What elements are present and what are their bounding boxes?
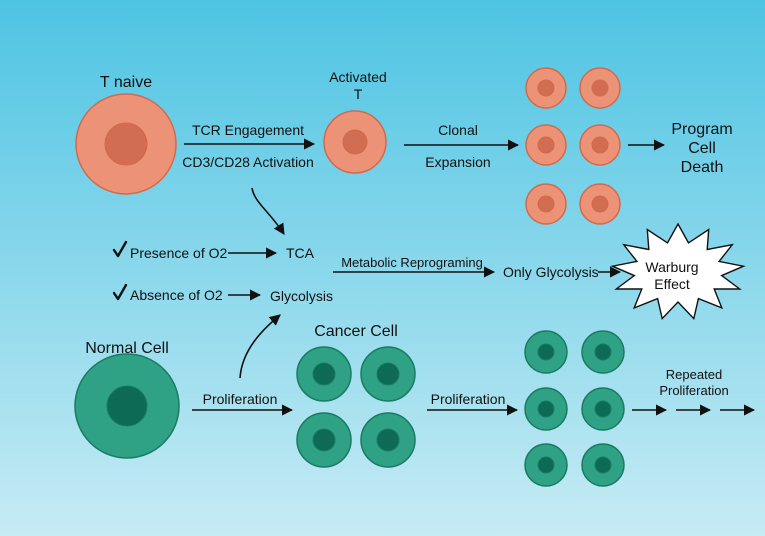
clonal-label: Clonal (438, 122, 478, 138)
program-cell-death-label: Program Cell Death (671, 121, 733, 176)
t-naive-cell (75, 93, 177, 195)
cancer-cell-label: Cancer Cell (314, 323, 398, 340)
expanded-t-cells (525, 67, 621, 225)
t-naive-label: T naive (99, 74, 153, 91)
cancer-cell (524, 387, 568, 431)
proliferation-label-2: Proliferation (430, 391, 506, 407)
cancer-cells (296, 346, 416, 468)
proliferation-label-1: Proliferation (202, 391, 278, 407)
cancer-cell (581, 330, 625, 374)
cancer-cell (296, 412, 352, 468)
repeated-proliferation-label: Repeated Proliferation (659, 367, 729, 398)
expanded-t-cell (579, 124, 621, 166)
glycolysis-label: Glycolysis (270, 288, 334, 304)
cancer-cell (360, 346, 416, 402)
check-icon (112, 283, 128, 301)
expanded-t-cell (525, 67, 567, 109)
cancer-cell (524, 443, 568, 487)
cancer-cell (581, 443, 625, 487)
metabolic-reprograming-label: Metabolic Reprograming (341, 255, 483, 270)
activation-to-tca-arrow (251, 187, 285, 235)
warburg-effect-label: Warburg Effect (645, 259, 699, 292)
only-glycolysis-label: Only Glycolysis (503, 264, 599, 280)
cancer-cell (524, 330, 568, 374)
normal-cell-label: Normal Cell (85, 340, 169, 357)
presence-of-o2-label: Presence of O2 (130, 245, 228, 261)
activated-t-label: Activated T (329, 69, 387, 102)
normal-cell (74, 353, 180, 459)
cancer-cell (296, 346, 352, 402)
proliferated-cancer-cells (524, 330, 625, 487)
cancer-cell (360, 412, 416, 468)
expansion-label: Expansion (425, 154, 491, 170)
cancer-cell (581, 387, 625, 431)
check-icon (112, 240, 128, 258)
tca-label: TCA (286, 245, 314, 261)
warburg-starburst (610, 222, 746, 321)
expanded-t-cell (579, 183, 621, 225)
absence-of-o2-label: Absence of O2 (130, 287, 223, 303)
activated-t-cell (323, 110, 387, 174)
cd3-cd28-activation-label: CD3/CD28 Activation (182, 154, 314, 170)
tcr-engagement-label: TCR Engagement (191, 122, 305, 138)
expanded-t-cell (525, 124, 567, 166)
expanded-t-cell (579, 67, 621, 109)
proliferation-to-glycolysis-arrow (239, 314, 281, 379)
expanded-t-cell (525, 183, 567, 225)
